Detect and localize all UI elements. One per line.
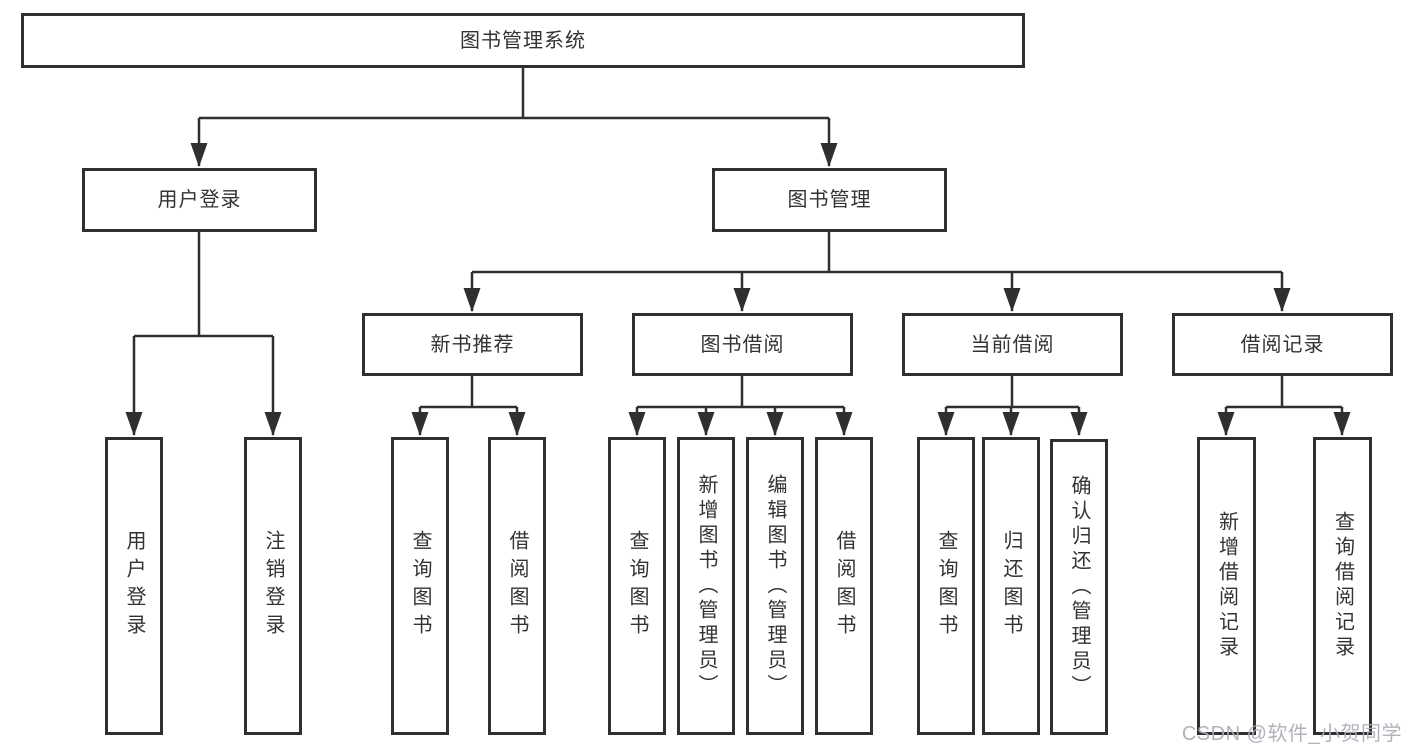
- node-new-book-recommend: 新书推荐: [362, 313, 583, 376]
- node-current-borrow: 当前借阅: [902, 313, 1123, 376]
- node-leaf-logout: 注销登录: [244, 437, 302, 735]
- node-book-borrow: 图书借阅: [632, 313, 853, 376]
- node-borrow-records: 借阅记录: [1172, 313, 1393, 376]
- node-leaf-query-borrow-record: 查询借阅记录: [1313, 437, 1372, 735]
- node-user-login-branch: 用户登录: [82, 168, 317, 232]
- node-leaf-user-login: 用户登录: [105, 437, 163, 735]
- node-leaf-return-books: 归还图书: [982, 437, 1040, 735]
- node-leaf-query-books-current: 查询图书: [917, 437, 975, 735]
- node-leaf-confirm-return-admin: 确认归还（管理员）: [1050, 439, 1108, 735]
- node-leaf-edit-books-admin: 编辑图书（管理员）: [746, 437, 804, 735]
- node-book-management-branch: 图书管理: [712, 168, 947, 232]
- node-leaf-query-books-recommend: 查询图书: [391, 437, 449, 735]
- csdn-watermark: CSDN @软件_小贺同学: [1181, 723, 1402, 745]
- node-leaf-query-books-borrow: 查询图书: [608, 437, 666, 735]
- node-leaf-borrow-books-recommend: 借阅图书: [488, 437, 546, 735]
- node-library-system-root: 图书管理系统: [21, 13, 1025, 68]
- node-leaf-add-borrow-record: 新增借阅记录: [1197, 437, 1256, 735]
- node-leaf-borrow-books: 借阅图书: [815, 437, 873, 735]
- node-leaf-add-books-admin: 新增图书（管理员）: [677, 437, 735, 735]
